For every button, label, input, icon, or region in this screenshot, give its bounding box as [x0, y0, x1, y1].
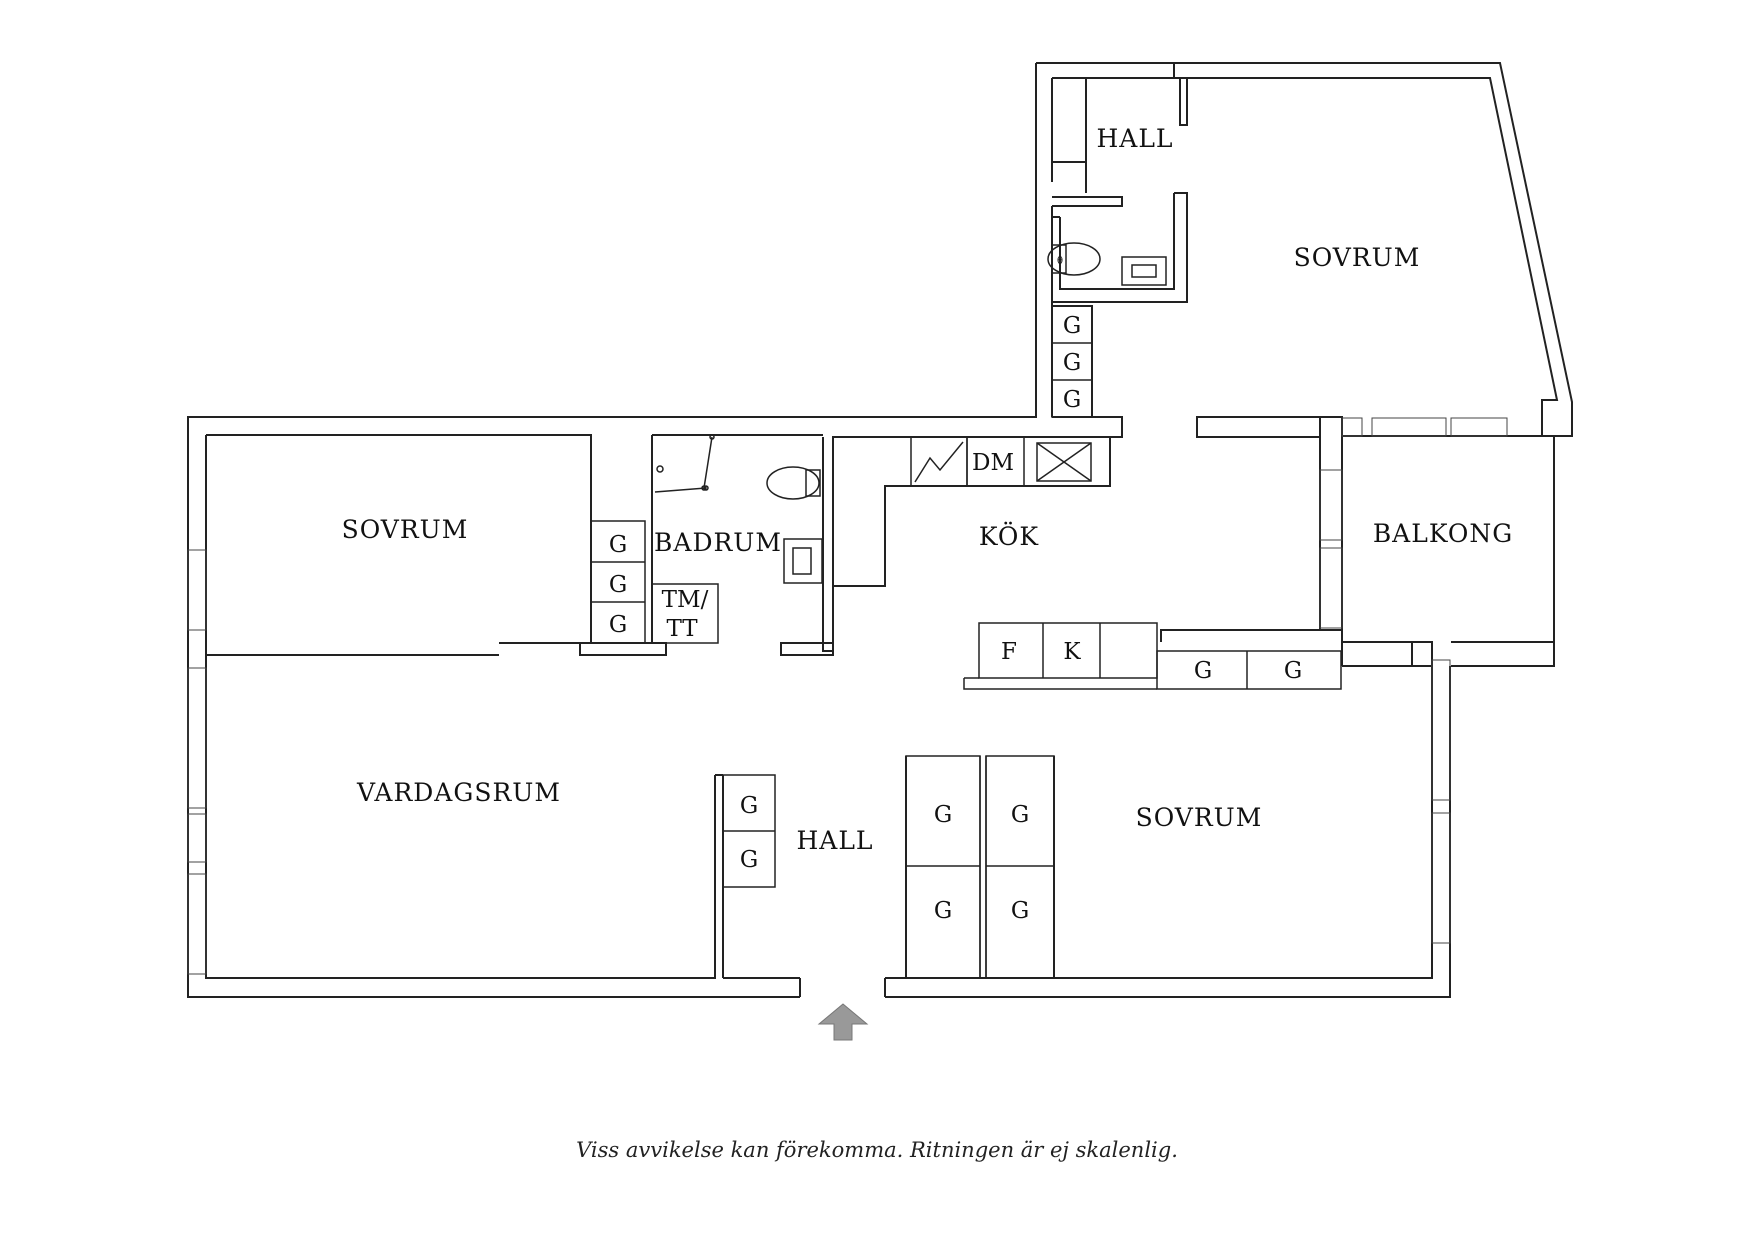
window-balcony-3 — [1450, 417, 1508, 437]
window-left-3 — [187, 813, 207, 863]
room-label-balkong: BALKONG — [1373, 519, 1513, 548]
window-right-1 — [1431, 659, 1451, 801]
wardrobe-label: G — [1011, 898, 1029, 924]
fridge-label: F — [1001, 639, 1017, 665]
room-labels: HALL SOVRUM SOVRUM BADRUM KÖK BALKONG VA… — [342, 124, 1513, 855]
toilet-icon — [1047, 242, 1101, 276]
room-label-vardagsrum: VARDAGSRUM — [356, 778, 561, 807]
disclaimer-note: Viss avvikelse kan förekomma. Ritningen … — [576, 1138, 1178, 1162]
wardrobe-label: G — [1011, 802, 1029, 828]
stove-symbol — [914, 441, 964, 483]
window-left-1 — [187, 549, 207, 631]
bath-sink-icon — [783, 538, 823, 584]
wardrobe-label: G — [1063, 313, 1081, 339]
wardrobe-label: G — [934, 898, 952, 924]
wardrobe-label: G — [609, 532, 627, 558]
window-kitchen-2 — [1319, 547, 1343, 629]
wardrobe-label: G — [1063, 350, 1081, 376]
wardrobe-column-top — [1051, 305, 1093, 418]
toilet-symbol: θ — [1057, 256, 1063, 267]
wardrobe-label: G — [1194, 658, 1212, 684]
washer-dryer — [651, 583, 719, 644]
room-label-badrum: BADRUM — [654, 528, 782, 557]
stove — [910, 436, 968, 487]
window-kitchen-1 — [1319, 469, 1343, 541]
wardrobe-label: G — [1063, 387, 1081, 413]
room-label-sovrum-bottom-right: SOVRUM — [1136, 803, 1263, 832]
door-openings — [801, 979, 884, 996]
dishwasher-label: DM — [972, 450, 1014, 476]
wardrobe-kitchen — [1156, 650, 1342, 690]
window-balcony-2 — [1371, 417, 1447, 437]
wardrobe-label: G — [1284, 658, 1302, 684]
bath-toilet-icon — [766, 466, 820, 500]
freezer-label: K — [1063, 639, 1081, 665]
room-label-hall-top: HALL — [1096, 124, 1173, 153]
shower-screen — [703, 436, 713, 489]
room-label-sovrum-top-right: SOVRUM — [1294, 243, 1421, 272]
wardrobe-label: G — [609, 572, 627, 598]
wardrobes — [590, 305, 1342, 979]
fixture-labels: G G G G G G TM/ TT DM F K G G G G G G G … — [609, 313, 1302, 924]
entrance-arrow-icon — [817, 1003, 869, 1041]
window-left-2 — [187, 667, 207, 809]
dishwasher — [966, 436, 1025, 487]
wardrobe-bedroom-right — [985, 755, 1055, 979]
wardrobe-column-badrum — [590, 520, 646, 644]
wardrobe-label: G — [740, 847, 758, 873]
wardrobe-label: G — [934, 802, 952, 828]
window-balcony-1 — [1341, 417, 1363, 437]
wardrobe-label: G — [609, 612, 627, 638]
window-left-4 — [187, 873, 207, 975]
room-label-kok: KÖK — [979, 522, 1040, 551]
room-label-hall-entrance: HALL — [796, 826, 873, 855]
washer-dryer-label-line2: TT — [666, 616, 698, 642]
windows — [187, 417, 1508, 975]
washer-dryer-label-line1: TM/ — [662, 587, 709, 613]
shower-head-icon — [656, 465, 664, 473]
fixtures: θ — [654, 242, 1167, 584]
window-right-2 — [1431, 812, 1451, 944]
wardrobe-bedroom-left — [905, 755, 981, 979]
wc-sink-icon — [1121, 256, 1167, 286]
wardrobe-label: G — [740, 793, 758, 819]
kitchen-sink-icon — [1036, 442, 1092, 482]
room-label-sovrum-left: SOVRUM — [342, 515, 469, 544]
